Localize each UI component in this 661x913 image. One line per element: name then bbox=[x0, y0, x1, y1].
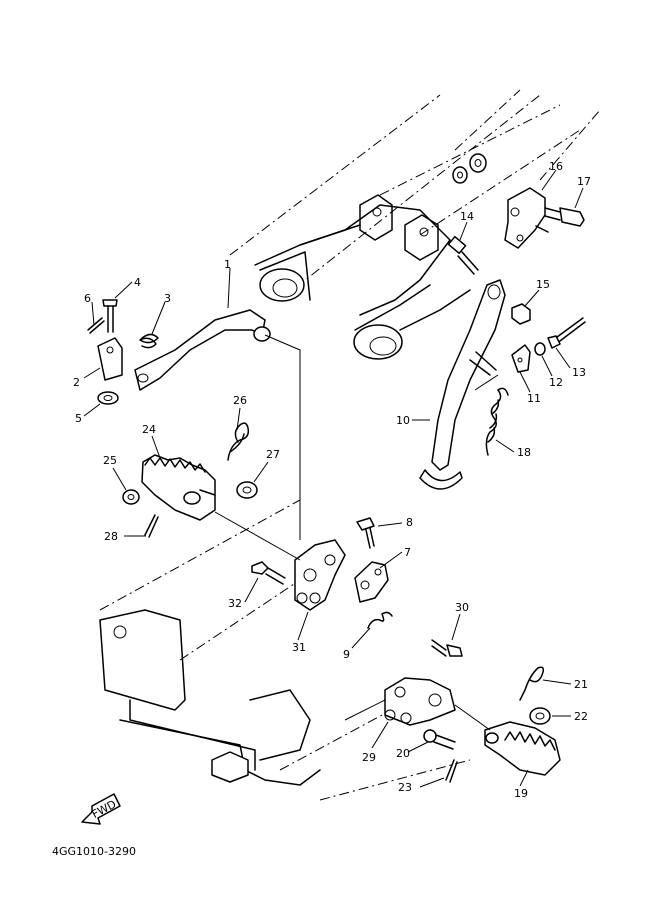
bolt-17 bbox=[544, 207, 585, 227]
frame-lower bbox=[99, 609, 321, 786]
side-stand-10 bbox=[419, 279, 506, 490]
callout-11: 11 bbox=[527, 392, 541, 405]
footrest-19 bbox=[484, 721, 561, 776]
washer-5 bbox=[97, 391, 119, 405]
spring-26 bbox=[227, 422, 250, 461]
callout-15: 15 bbox=[536, 278, 550, 291]
callout-22: 22 bbox=[574, 710, 588, 723]
pin-4 bbox=[102, 299, 118, 333]
footrest-bracket-31 bbox=[294, 539, 346, 611]
washer-12 bbox=[534, 342, 546, 356]
washer-pair-top bbox=[452, 153, 487, 184]
washer-22 bbox=[529, 707, 551, 725]
footrest-bracket-29 bbox=[384, 677, 456, 726]
callout-10: 10 bbox=[396, 414, 410, 427]
callout-5: 5 bbox=[75, 412, 82, 425]
leader-lines bbox=[83, 169, 584, 788]
swing-arm bbox=[254, 194, 471, 360]
nut-15 bbox=[511, 303, 531, 325]
bolt-30 bbox=[431, 639, 463, 657]
spring-9 bbox=[367, 611, 393, 629]
callout-1: 1 bbox=[224, 258, 231, 271]
callout-20: 20 bbox=[396, 747, 410, 760]
bracket-7 bbox=[354, 561, 389, 603]
callout-14: 14 bbox=[460, 210, 474, 223]
callout-4: 4 bbox=[134, 276, 141, 289]
washer-27 bbox=[236, 481, 258, 499]
callout-21: 21 bbox=[574, 678, 588, 691]
callout-13: 13 bbox=[572, 366, 586, 379]
callout-27: 27 bbox=[266, 448, 280, 461]
callout-6: 6 bbox=[84, 292, 91, 305]
callout-29: 29 bbox=[362, 751, 376, 764]
assembly-guides bbox=[214, 334, 499, 731]
stand-bracket-16 bbox=[504, 187, 549, 249]
pedal-bracket-2 bbox=[97, 337, 123, 381]
spring-21 bbox=[519, 666, 545, 701]
callout-18: 18 bbox=[517, 446, 531, 459]
fwd-arrow-icon: FWD bbox=[81, 793, 121, 825]
callout-8: 8 bbox=[406, 516, 413, 529]
callout-3: 3 bbox=[164, 292, 171, 305]
callout-32: 32 bbox=[228, 597, 242, 610]
bolt-8 bbox=[356, 517, 375, 549]
callout-31: 31 bbox=[292, 641, 306, 654]
pin-20 bbox=[423, 729, 456, 750]
callout-9: 9 bbox=[343, 648, 350, 661]
cotter-pin-23 bbox=[445, 759, 458, 783]
callout-23: 23 bbox=[398, 781, 412, 794]
shift-lever-1 bbox=[134, 309, 271, 391]
callout-2: 2 bbox=[73, 376, 80, 389]
cotter-pin-28 bbox=[144, 514, 159, 538]
callout-25: 25 bbox=[103, 454, 117, 467]
spring-3 bbox=[139, 333, 159, 349]
washer-25 bbox=[122, 489, 140, 505]
bolt-14 bbox=[447, 235, 479, 275]
callout-26: 26 bbox=[233, 394, 247, 407]
callout-24: 24 bbox=[142, 423, 156, 436]
callout-16: 16 bbox=[549, 160, 563, 173]
fwd-label: FWD bbox=[90, 798, 119, 822]
callout-28: 28 bbox=[104, 530, 118, 543]
diagram-code: 4GG1010-3290 bbox=[52, 845, 136, 858]
stand-switch-11 bbox=[511, 344, 531, 373]
footrest-24 bbox=[141, 454, 216, 521]
callout-labels: 1 2 3 4 5 6 7 8 9 10 11 12 13 14 15 16 1… bbox=[73, 160, 591, 800]
bolt-32 bbox=[251, 561, 286, 585]
callout-17: 17 bbox=[577, 175, 591, 188]
spring-18 bbox=[485, 387, 509, 456]
callout-7: 7 bbox=[404, 546, 411, 559]
callout-19: 19 bbox=[514, 787, 528, 800]
cotter-pin-6 bbox=[87, 317, 105, 334]
callout-30: 30 bbox=[455, 601, 469, 614]
pin-13 bbox=[547, 317, 586, 349]
callout-12: 12 bbox=[549, 376, 563, 389]
